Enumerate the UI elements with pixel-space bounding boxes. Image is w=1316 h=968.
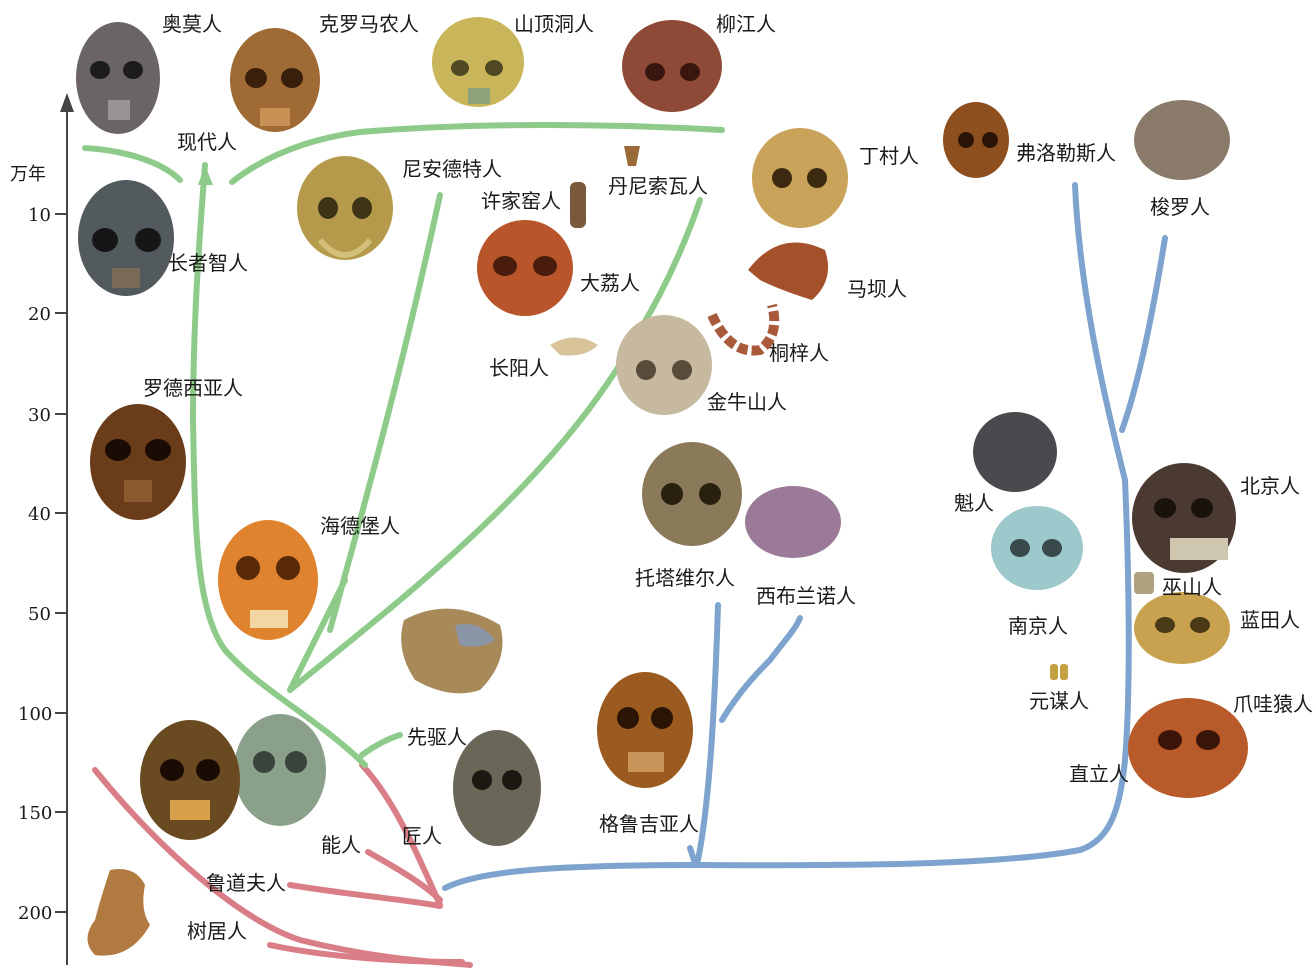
label-shandingdong: 山顶洞人 [514,12,594,36]
tick-label: 20 [28,304,51,325]
skull-ludaofu [140,720,240,840]
tick-label: 10 [28,205,51,226]
label-jiangren: 匠人 [402,824,442,848]
skull-jinniushan [616,315,712,415]
branch-ludaofu [290,885,440,906]
label-dingcun: 丁村人 [859,144,919,168]
tick-label: 30 [28,405,51,426]
label-xujiayao: 许家窑人 [481,189,561,213]
branch-gelujiya-tick [690,848,694,860]
label-xianqu: 先驱人 [407,725,467,749]
branch-xianqu [362,735,400,755]
label-kui: 魁人 [954,491,994,515]
skull-nanjing [991,506,1083,590]
label-wushan: 巫山人 [1162,575,1222,599]
skull-luodexiya [90,404,186,520]
label-shuju: 树居人 [187,919,247,943]
skull-fuluolesi [943,102,1009,178]
skull-yuanmou [1050,664,1068,680]
skull-keluomanong [230,28,320,132]
skull-xibulannuo [745,486,841,558]
skull-maba [748,242,828,300]
label-dali: 大荔人 [580,271,640,295]
skull-tuotaweier [642,442,742,546]
label-luodexiya: 罗德西亚人 [143,376,243,400]
axis-unit-label: 万年 [10,164,46,185]
skull-lantian [1134,592,1230,664]
label-zhualiyuan: 爪哇猿人 [1233,692,1313,716]
label-liujiang: 柳江人 [716,12,776,36]
label-yuanmou: 元谋人 [1029,689,1089,713]
skull-zhualiyuan [1128,698,1248,798]
label-danisuowa: 丹尼索瓦人 [608,174,708,198]
skull-wushan [1134,572,1154,594]
label-fuluolesi: 弗洛勒斯人 [1016,141,1116,165]
branch-modern-left [85,148,180,180]
skull-haidebao [218,520,318,640]
tick-label: 150 [18,803,52,824]
axis-ticks: 10 20 30 40 50 100 150 200 [18,205,67,924]
branch-modern-arrow [198,165,213,185]
skull-liujiang [622,20,722,112]
skull-nengren [234,714,326,826]
skull-tongzi [712,305,774,351]
skull-danisuowa [624,146,640,166]
tick-label: 50 [28,604,51,625]
label-maba: 马坝人 [847,277,907,301]
label-niandete: 尼安德特人 [402,157,502,181]
label-nanjing: 南京人 [1008,614,1068,638]
label-suoluo: 梭罗人 [1150,195,1210,219]
label-lantian: 蓝田人 [1240,608,1300,632]
branch-gelujiya [698,605,718,860]
label-ludaofu: 鲁道夫人 [206,871,286,895]
tick-label: 100 [18,704,52,725]
label-keluomanong: 克罗马农人 [319,12,419,36]
skull-changyang [550,338,598,356]
skull-anzhe [78,180,174,296]
skull-beijing [1132,463,1236,573]
skull-kui [973,412,1057,492]
skull-niandete [297,156,393,260]
tick-label: 40 [28,504,51,525]
skull-aomo [76,22,160,134]
skull-suoluo [1134,100,1230,180]
skull-shandingdong [432,17,524,107]
label-haidebao: 海德堡人 [320,514,400,538]
label-xibulannuo: 西布兰诺人 [756,584,856,608]
skull-dali [477,220,573,316]
label-aomo: 奥莫人 [162,12,222,36]
label-tuotaweier: 托塔维尔人 [635,566,735,590]
label-zhili: 直立人 [1069,762,1129,786]
time-axis: 万年 10 20 30 40 50 100 150 200 [10,93,74,965]
tick-label: 200 [18,903,52,924]
label-nengren: 能人 [321,833,361,857]
branch-xibulannuo [722,618,800,720]
label-anzhe: 长者智人 [168,251,248,275]
skull-xianqu [401,609,502,694]
label-gelujiya: 格鲁吉亚人 [599,812,699,836]
skull-xujiayao [570,182,586,228]
skull-gelujiya [597,672,693,788]
label-tongzi: 桐梓人 [769,341,829,365]
skull-shuju [88,869,151,956]
label-beijing: 北京人 [1240,474,1300,498]
branch-neanderthal [330,195,440,630]
label-changyang: 长阳人 [489,356,549,380]
label-jinniushan: 金牛山人 [707,390,787,414]
branch-suoluo [1122,238,1165,430]
skull-dingcun [752,128,848,228]
label-xiandai: 现代人 [177,130,237,154]
axis-arrow [60,93,74,112]
